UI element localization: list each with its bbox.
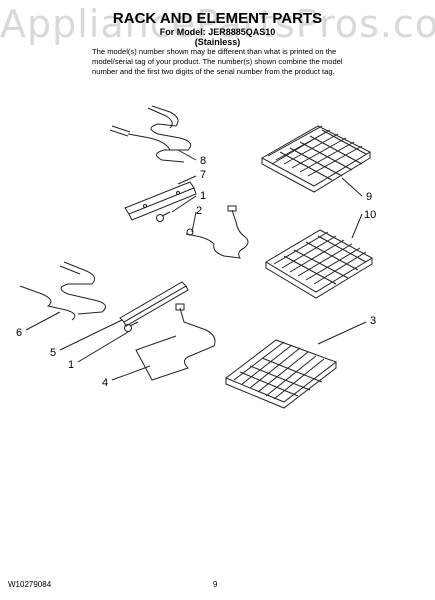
callout-7: 7 [200, 169, 206, 181]
callout-8: 8 [200, 155, 206, 167]
oven-rack-3 [225, 339, 338, 409]
callout-9: 9 [366, 191, 372, 203]
model-line: For Model: JER8885QAS10 [159, 27, 276, 37]
note-line: model/serial tag of your product. The nu… [92, 57, 343, 66]
oven-sensor [185, 205, 249, 259]
callout-1: 1 [200, 190, 206, 202]
leader-lines [25, 149, 367, 381]
callout-2: 2 [196, 205, 202, 217]
oven-rack-10 [265, 229, 374, 299]
page-number: 9 [213, 580, 218, 589]
heat-shield [119, 281, 189, 327]
bake-element [19, 261, 107, 321]
screw [124, 321, 139, 332]
callout-1: 1 [68, 359, 74, 371]
note-line: number and the first two digits of the s… [92, 67, 335, 76]
screw [156, 211, 171, 222]
callout-3: 3 [370, 315, 376, 327]
note-line: The model(s) number shown may be differe… [92, 47, 337, 56]
callout-5: 5 [50, 347, 56, 359]
finish-line: (Stainless) [194, 37, 241, 47]
page-title: RACK AND ELEMENT PARTS [112, 10, 323, 27]
document-number: W10279084 [8, 580, 52, 589]
element-bracket [124, 181, 197, 221]
callout-10: 10 [364, 209, 376, 221]
broil-element [109, 105, 192, 163]
callout-6: 6 [16, 327, 22, 339]
model-note: The model(s) number shown may be differe… [92, 47, 352, 77]
callout-4: 4 [102, 377, 108, 389]
oven-rack-9 [260, 125, 372, 193]
hidden-bake-element [135, 303, 216, 381]
